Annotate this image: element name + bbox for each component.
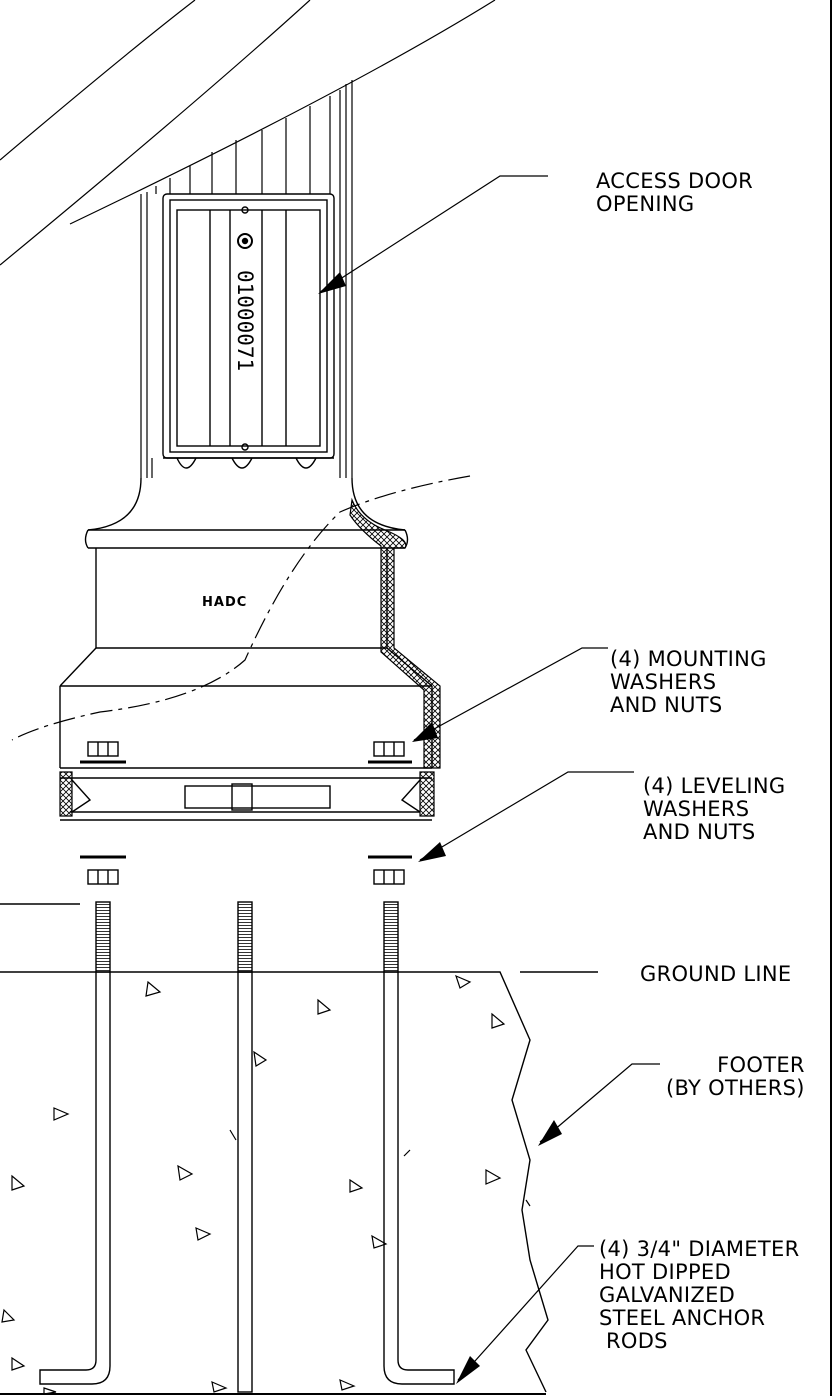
callout-line: FOOTER [717, 1053, 805, 1077]
access-door-callout: ACCESS DOOR OPENING [596, 170, 753, 216]
callout-line: OPENING [596, 192, 695, 216]
base-body [59, 548, 433, 821]
pole-shaft [140, 80, 353, 478]
luminaire-arcs [0, 0, 496, 266]
anchor-rods-callout: (4) 3/4" DIAMETER HOT DIPPED GALVANIZED … [599, 1238, 799, 1353]
callout-line: (BY OTHERS) [666, 1076, 805, 1100]
callout-line: GALVANIZED [599, 1283, 736, 1307]
leader-lines [319, 175, 660, 1381]
anchor-rods [0, 901, 455, 1393]
mounting-washers-nuts [80, 741, 412, 764]
leveling-callout: (4) LEVELING WASHERS AND NUTS [643, 775, 786, 844]
callout-line: WASHERS [643, 797, 750, 821]
callout-line: HOT DIPPED [599, 1260, 731, 1284]
leveling-washers-nuts [80, 855, 412, 885]
cutaway-line [11, 475, 471, 741]
callout-line: (4) LEVELING [643, 774, 786, 798]
callout-line: RODS [599, 1329, 668, 1353]
callout-line: ACCESS DOOR [596, 169, 754, 193]
callout-line: (4) MOUNTING [610, 647, 767, 671]
concrete-aggregate [1, 974, 531, 1395]
leader-arrowheads [318, 272, 562, 1384]
base-brand-mark: HADC [202, 595, 247, 610]
callout-line: AND NUTS [610, 693, 723, 717]
mounting-callout: (4) MOUNTING WASHERS AND NUTS [610, 648, 767, 717]
callout-line: (4) 3/4" DIAMETER [599, 1237, 800, 1261]
door-serial-number: 01000071 [233, 270, 257, 371]
base-neck [84, 477, 409, 549]
footer-callout: FOOTER (BY OTHERS) [666, 1054, 805, 1100]
callout-line: WASHERS [610, 670, 717, 694]
callout-line: GROUND LINE [640, 962, 792, 986]
base-section-cutaway [59, 497, 441, 817]
callout-line: AND NUTS [643, 820, 756, 844]
footer-outline [0, 971, 598, 1393]
ground-line-callout: GROUND LINE [640, 963, 792, 986]
access-door [162, 193, 335, 469]
callout-line: STEEL ANCHOR [599, 1306, 766, 1330]
